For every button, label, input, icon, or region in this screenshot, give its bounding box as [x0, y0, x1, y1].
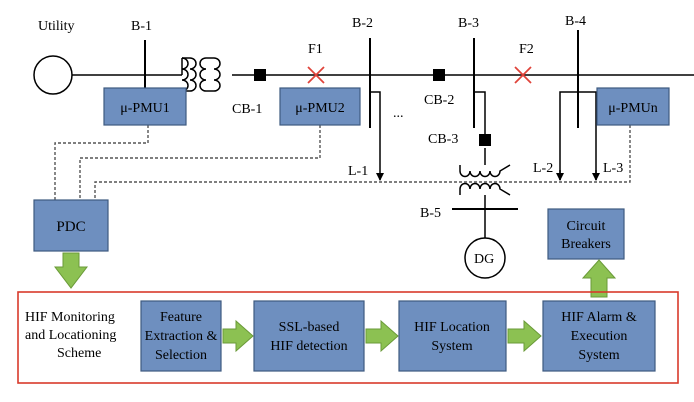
- pdc-box: PDC: [33, 199, 109, 252]
- breaker-cb2-label: CB-2: [424, 93, 454, 108]
- step3-line1: HIF Location: [414, 320, 490, 335]
- pmu1-label: μ-PMU1: [120, 101, 170, 116]
- utility-label: Utility: [38, 19, 75, 34]
- load-l3-label: L-3: [603, 161, 623, 176]
- load-l1-label: L-1: [348, 164, 368, 179]
- load-l2-label: L-2: [533, 161, 553, 176]
- pmun-box: μ-PMUn: [596, 87, 670, 126]
- step-feature-extraction: Feature Extraction & Selection: [140, 300, 222, 372]
- pdc-down-arrow: [53, 252, 89, 289]
- scheme-container: [17, 291, 679, 384]
- pmu2-box: μ-PMU2: [279, 87, 361, 126]
- step4-line2: Execution: [571, 329, 628, 344]
- arrow-step1-2: [222, 319, 254, 353]
- scheme-label-line2: and Locationing: [25, 328, 116, 343]
- scheme-label: HIF Monitoring and Locationing Scheme: [25, 310, 116, 361]
- step2-line2: HIF detection: [270, 339, 347, 354]
- ellipsis: ...: [393, 106, 404, 121]
- step3-line2: System: [431, 339, 472, 354]
- bus-b3: B-3: [458, 16, 479, 128]
- pmu2-label: μ-PMU2: [295, 101, 345, 116]
- breaker-up-arrow: [581, 259, 617, 298]
- arrow-step2-3: [365, 319, 399, 353]
- circuit-breakers-line2: Breakers: [561, 237, 611, 252]
- bus-b5-label: B-5: [420, 206, 441, 221]
- circuit-breakers-box: Circuit Breakers: [547, 208, 625, 260]
- fault-f1: F1: [307, 42, 325, 84]
- breaker-cb1-label: CB-1: [232, 102, 262, 117]
- dg-branch: [474, 91, 486, 240]
- breaker-cb3: CB-3: [428, 132, 491, 147]
- bus-b2-label: B-2: [352, 16, 373, 31]
- circuit-breakers-line1: Circuit: [567, 219, 606, 234]
- bus-b4-label: B-4: [565, 14, 586, 29]
- breaker-cb2: CB-2: [424, 69, 454, 108]
- pmun-label: μ-PMUn: [608, 101, 658, 116]
- step-hif-alarm: HIF Alarm & Execution System: [542, 300, 656, 372]
- step1-line2: Extraction &: [145, 329, 218, 344]
- scheme-label-line3: Scheme: [57, 346, 101, 361]
- dg-label: DG: [474, 252, 494, 267]
- step1-line3: Selection: [155, 348, 207, 363]
- step4-line1: HIF Alarm &: [561, 310, 637, 325]
- arrow-step3-4: [507, 319, 542, 353]
- pmu1-box: μ-PMU1: [103, 87, 187, 126]
- bus-b2: B-2: [352, 16, 373, 128]
- transformer-main: [181, 57, 221, 92]
- fault-f1-label: F1: [308, 42, 323, 57]
- breaker-cb1: CB-1: [232, 69, 266, 117]
- utility-source: Utility: [33, 19, 75, 95]
- bus-b3-label: B-3: [458, 16, 479, 31]
- step-ssl-detection: SSL-based HIF detection: [253, 300, 365, 372]
- step1-line1: Feature: [160, 310, 202, 325]
- breaker-cb3-label: CB-3: [428, 132, 458, 147]
- bus-b1-label: B-1: [131, 19, 152, 34]
- pdc-label: PDC: [56, 219, 85, 235]
- step2-line1: SSL-based: [279, 320, 340, 335]
- fault-f2: F2: [514, 42, 534, 84]
- step4-line3: System: [578, 348, 619, 363]
- dg-circle: [464, 237, 506, 279]
- utility-circle: [33, 55, 73, 95]
- bus-b5: B-5: [420, 206, 518, 221]
- transformer-dg: [459, 164, 511, 196]
- dg-source: DG: [464, 237, 506, 279]
- load-l2-l3: [559, 91, 597, 180]
- fault-f2-label: F2: [519, 42, 534, 57]
- comm-lines: [54, 115, 631, 200]
- step-hif-location: HIF Location System: [398, 300, 507, 372]
- scheme-label-line1: HIF Monitoring: [25, 310, 115, 325]
- bus-b4: B-4: [565, 14, 586, 128]
- load-l1: [370, 91, 384, 181]
